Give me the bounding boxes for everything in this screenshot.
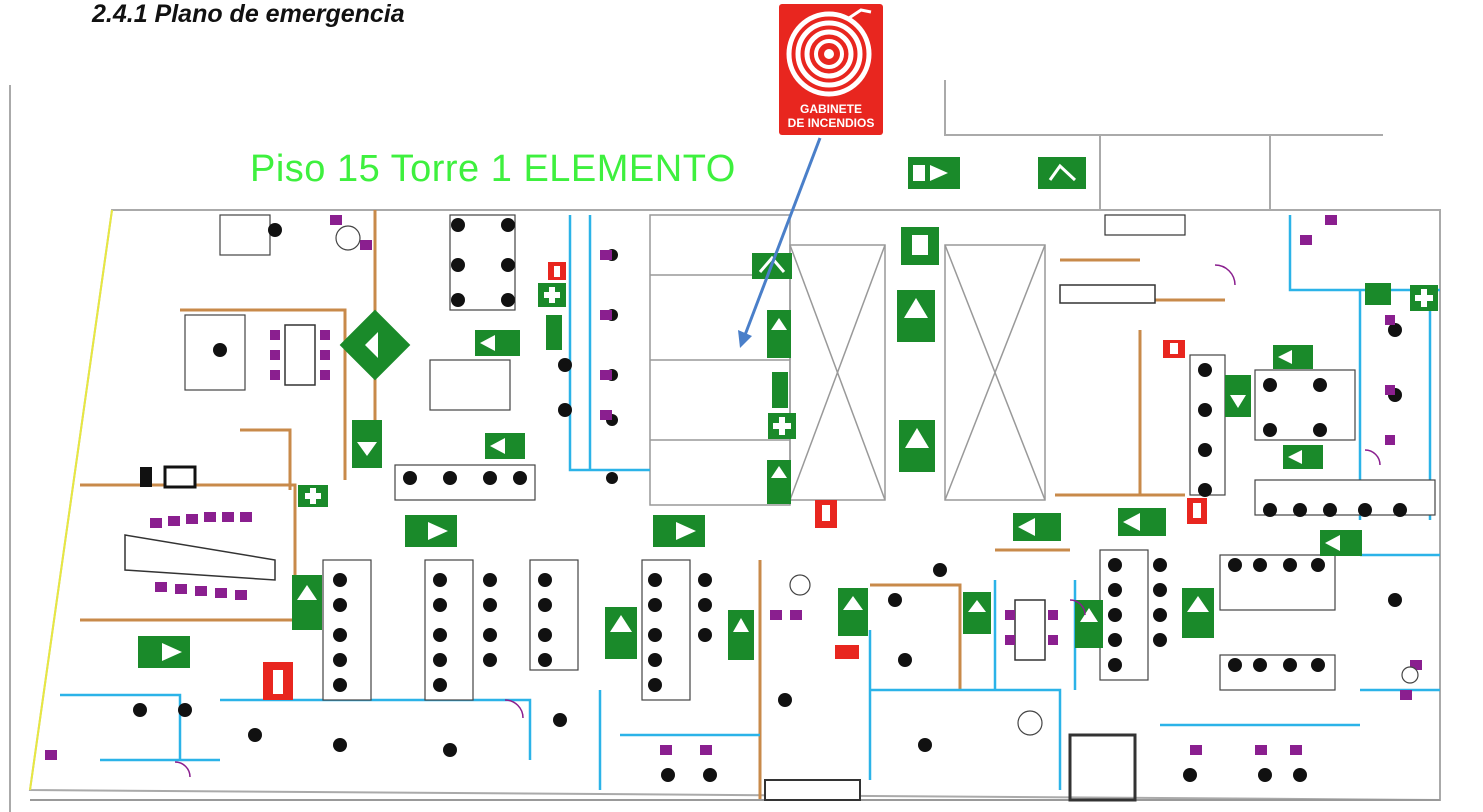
fire-extinguisher-icon [548, 262, 566, 280]
fire-extinguisher-icon [815, 500, 837, 528]
conference-tables [124, 324, 1046, 661]
fire-cabinet-sign: GABINETE DE INCENDIOS [779, 4, 883, 135]
building-core [649, 214, 1046, 506]
exit-sign-icon [339, 309, 411, 381]
exit-sign-icon [653, 515, 705, 547]
doors [174, 264, 1381, 778]
page-heading: 2.4.1 Plano de emergencia [92, 0, 405, 28]
exit-sign-icon [897, 290, 935, 342]
exit-sign-icon [963, 592, 991, 634]
fire-extinguisher-icon [1163, 340, 1185, 358]
desk-blocks [184, 214, 1436, 701]
chairs [133, 218, 1407, 782]
exit-sign-icon [352, 420, 382, 468]
exit-sign-icon [1225, 375, 1251, 417]
pointer-arrow [738, 137, 822, 348]
exit-sign-icon [1283, 445, 1323, 469]
exit-sign-icon [1118, 508, 1166, 536]
exit-sign-icon [475, 330, 520, 356]
exit-sign-icon [485, 433, 525, 459]
plan-title: Piso 15 Torre 1 ELEMENTO [250, 148, 736, 190]
fire-extinguishers [263, 262, 1207, 700]
exit-sign-icon [767, 310, 791, 358]
exit-sign-icon [1038, 157, 1086, 189]
exit-sign-icon [908, 157, 960, 189]
exit-sign-icon [605, 607, 637, 659]
exit-sign-icon [138, 636, 190, 668]
exit-sign-icon [1320, 530, 1362, 556]
exit-sign-icon [901, 227, 939, 265]
fire-extinguisher-icon [263, 662, 293, 700]
exit-sign-icon [899, 420, 935, 472]
fire-cabinet-label-line2: DE INCENDIOS [787, 116, 875, 130]
exit-sign-icon [1075, 600, 1103, 648]
exit-sign-icon [838, 588, 868, 636]
fire-cabinet-label: GABINETE DE INCENDIOS [779, 102, 883, 130]
exit-sign-icon [405, 515, 457, 547]
first-aid-icon [298, 485, 328, 507]
fire-extinguisher-icon [835, 645, 859, 659]
exit-sign-icon [1273, 345, 1313, 369]
round-tables [335, 225, 1419, 736]
exit-signs [138, 157, 1362, 668]
brown-walls [80, 210, 1225, 800]
first-aid-icon [538, 283, 566, 307]
fire-cabinet-label-line1: GABINETE [799, 102, 862, 116]
first-aid-icon [1410, 285, 1438, 311]
exit-sign-icon [1182, 588, 1214, 638]
fire-extinguisher-icon [1187, 498, 1207, 524]
purple-chairs [45, 215, 1422, 760]
blue-walls [60, 215, 1440, 790]
exit-sign-icon [728, 610, 754, 660]
exit-sign-icon [1013, 513, 1061, 541]
exit-sign-icon [767, 460, 791, 504]
exit-sign-icon [292, 575, 322, 630]
first-aid-signs [298, 283, 1438, 507]
first-aid-icon [768, 413, 796, 439]
fire-hose-reel-icon [786, 8, 872, 97]
